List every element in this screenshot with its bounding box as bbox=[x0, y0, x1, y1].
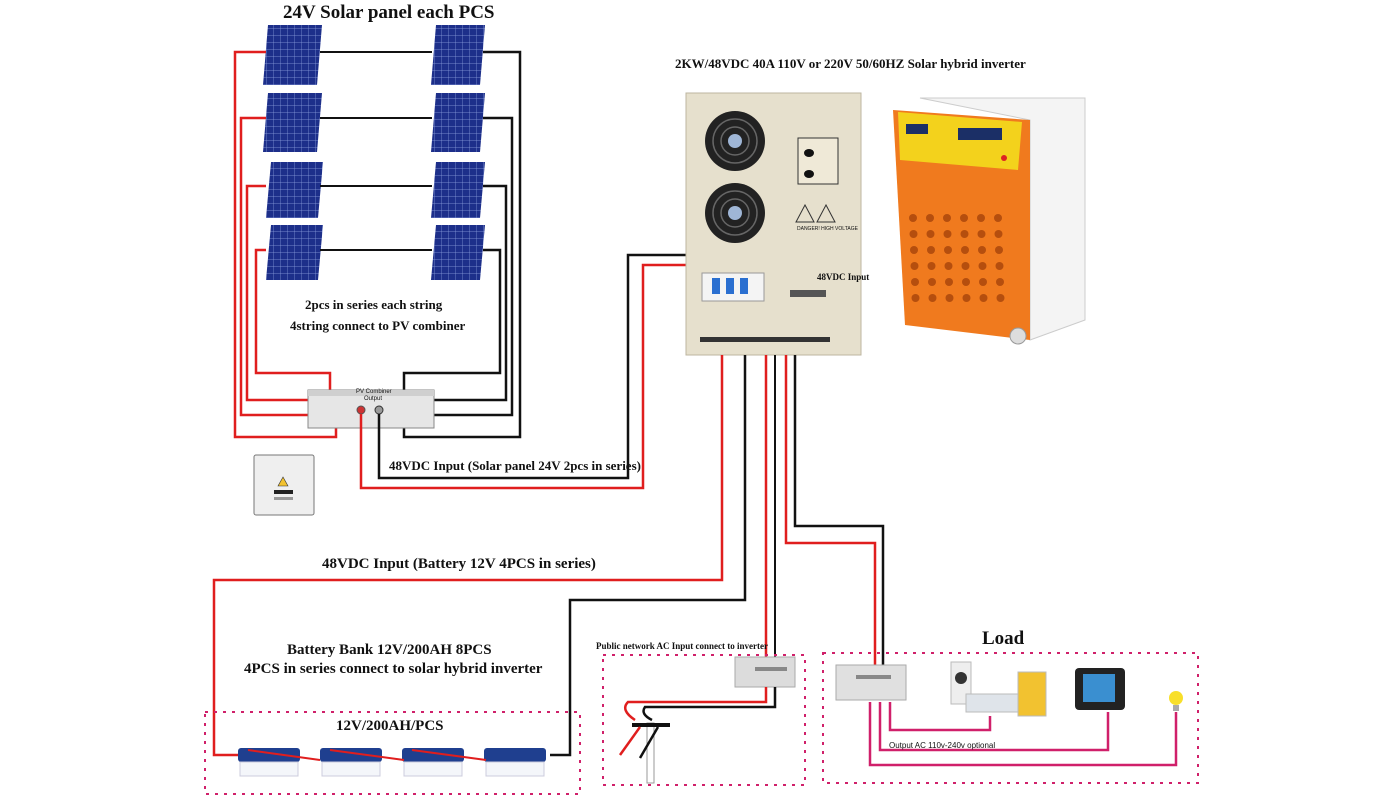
vent-hole bbox=[928, 278, 936, 286]
solar-panel bbox=[431, 225, 485, 280]
utility-pole bbox=[618, 722, 670, 784]
battery-row bbox=[238, 748, 546, 777]
battery bbox=[484, 748, 546, 777]
solar-panel bbox=[431, 93, 485, 152]
load-live-wire bbox=[784, 355, 877, 665]
vent-hole bbox=[979, 278, 987, 286]
pv-combiner-output-label: Output bbox=[364, 396, 383, 402]
load-output-wires bbox=[868, 702, 1178, 767]
vent-hole bbox=[961, 262, 970, 270]
string-note-line1: 2pcs in series each string bbox=[305, 297, 443, 312]
load-neutral-wire bbox=[793, 355, 885, 665]
battery-bank-line2: 4PCS in series connect to solar hybrid i… bbox=[244, 661, 543, 677]
load-border bbox=[822, 652, 1199, 784]
battery-unit-label: 12V/200AH/PCS bbox=[336, 718, 444, 734]
vent-hole bbox=[994, 230, 1003, 238]
vent-hole bbox=[926, 214, 934, 222]
vent-hole bbox=[911, 278, 919, 286]
vent-hole bbox=[911, 294, 920, 302]
vent-hole bbox=[928, 294, 937, 302]
inverter-dc-input-label: 48VDC Input bbox=[817, 272, 870, 282]
string-note-line2: 4string connect to PV combiner bbox=[290, 318, 466, 333]
vent-hole bbox=[943, 230, 952, 238]
vent-hole bbox=[994, 214, 1002, 222]
grid-neutral-to-pole bbox=[642, 687, 777, 722]
battery-bank-border bbox=[204, 711, 581, 795]
vent-hole bbox=[995, 246, 1003, 254]
vent-hole bbox=[977, 230, 986, 238]
vent-hole bbox=[962, 294, 971, 302]
vent-hole bbox=[979, 294, 988, 302]
vent-hole bbox=[995, 262, 1004, 270]
solar-panel bbox=[266, 162, 323, 218]
pv-combiner-label: PV Combiner bbox=[356, 389, 392, 395]
series-wires bbox=[320, 51, 432, 251]
solar-panel bbox=[431, 25, 485, 85]
battery-series-wires bbox=[247, 749, 487, 761]
vent-hole bbox=[996, 294, 1005, 302]
vent-hole bbox=[927, 262, 936, 270]
load-title: Load bbox=[982, 628, 1025, 649]
vent-hole bbox=[978, 246, 986, 254]
solar-panel bbox=[431, 162, 485, 218]
positive-string-wires bbox=[233, 50, 338, 439]
vent-hole bbox=[962, 278, 970, 286]
vent-hole bbox=[910, 246, 918, 254]
grid-input-label: Public network AC Input connect to inver… bbox=[596, 641, 768, 651]
combiner-enclosure-image bbox=[253, 454, 315, 516]
pv-combiner-box bbox=[307, 389, 435, 429]
vent-hole bbox=[909, 214, 917, 222]
light-bulb-icon bbox=[1169, 691, 1183, 711]
solar-panel bbox=[263, 93, 322, 152]
solar-panel bbox=[266, 225, 323, 280]
vent-hole bbox=[978, 262, 987, 270]
vent-hole bbox=[909, 230, 918, 238]
inverter-warning-label: DANGER! HIGH VOLTAGE bbox=[797, 226, 858, 232]
load-output-label: Output AC 110v-240v optional bbox=[889, 741, 996, 750]
stereo-system-icon bbox=[950, 661, 1047, 717]
inverter-vents bbox=[909, 214, 1005, 302]
battery-positive-wire bbox=[212, 355, 724, 757]
vent-hole bbox=[927, 246, 935, 254]
pv-input-label: 48VDC Input (Solar panel 24V 2pcs in ser… bbox=[389, 458, 641, 473]
vent-hole bbox=[960, 214, 968, 222]
vent-hole bbox=[977, 214, 985, 222]
solar-panel bbox=[263, 25, 322, 85]
vent-hole bbox=[943, 214, 951, 222]
inverter-title: 2KW/48VDC 40A 110V or 220V 50/60HZ Solar… bbox=[675, 56, 1026, 71]
negative-string-wires bbox=[402, 50, 522, 439]
grid-input-border bbox=[602, 654, 806, 786]
television-icon bbox=[1075, 668, 1125, 710]
inverter-front-panel bbox=[685, 92, 862, 356]
vent-hole bbox=[926, 230, 935, 238]
vent-hole bbox=[945, 278, 953, 286]
distribution-box bbox=[835, 664, 907, 701]
battery-input-label: 48VDC Input (Battery 12V 4PCS in series) bbox=[322, 556, 596, 572]
grid-breaker-box bbox=[734, 656, 796, 688]
grid-live-to-pole bbox=[623, 687, 768, 722]
vent-hole bbox=[961, 246, 969, 254]
battery-bank-line1: Battery Bank 12V/200AH 8PCS bbox=[287, 642, 492, 658]
vent-hole bbox=[944, 246, 952, 254]
vent-hole bbox=[945, 294, 954, 302]
inverter-cabinet-image bbox=[893, 97, 1086, 345]
vent-hole bbox=[944, 262, 953, 270]
solar-panel-title: 24V Solar panel each PCS bbox=[283, 2, 495, 23]
vent-hole bbox=[910, 262, 919, 270]
vent-hole bbox=[960, 230, 969, 238]
vent-hole bbox=[996, 278, 1004, 286]
battery-negative-wire bbox=[550, 355, 747, 757]
